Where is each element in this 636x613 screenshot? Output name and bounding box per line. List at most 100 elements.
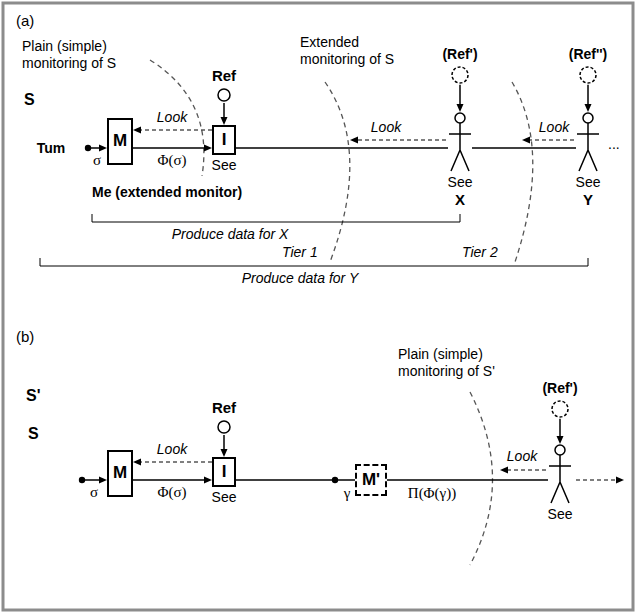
edge-label-holder: σ — [93, 151, 101, 169]
box-letter: M' — [362, 470, 380, 489]
annotation-label: ... — [608, 136, 620, 152]
stick-figure — [448, 112, 472, 172]
arrow-head — [204, 477, 212, 484]
annotation-label: Produce data for Y — [242, 270, 358, 286]
box-letter: I — [222, 462, 227, 481]
connector-line — [140, 130, 212, 131]
tier-arc — [512, 82, 533, 262]
reference-circle-shape — [580, 67, 596, 83]
edge-label: Look — [157, 109, 187, 125]
annotation-label: (a) — [16, 12, 34, 29]
annotation-label-holder: Look — [507, 448, 537, 465]
action-label-holder: See — [212, 157, 237, 174]
arrow-head — [500, 467, 508, 474]
connector-line — [459, 85, 461, 105]
observer-figure: SeeY — [576, 112, 600, 172]
arrow-head — [221, 117, 228, 125]
reference-label: (Ref') — [442, 46, 477, 62]
observer-name-holder: Y — [583, 191, 593, 209]
observer-figure: See — [548, 444, 572, 504]
annotation-label: Look — [539, 119, 569, 135]
arrow-head — [99, 145, 107, 152]
arrow-head — [522, 137, 530, 144]
reference-circle-shape — [218, 421, 230, 433]
signal-connector — [82, 477, 107, 484]
action-label-holder: See — [212, 489, 237, 506]
edge-label-holder: σ — [90, 483, 98, 501]
reference-label-holder: (Ref') — [442, 46, 477, 63]
system-label-holder: S' — [26, 386, 40, 405]
reference-label: Ref — [212, 399, 236, 416]
box-letter-holder: M — [113, 463, 127, 483]
edge-label-holder: Φ(σ) — [157, 151, 186, 169]
reference-label: (Ref'') — [569, 46, 608, 62]
system-label: S — [28, 425, 39, 442]
annotation-label-holder: Look — [371, 119, 401, 136]
edge-label: σ — [90, 484, 98, 500]
monitor-box: M' — [355, 464, 387, 496]
annotation-label: Plain (simple) monitoring of S' — [398, 346, 495, 379]
connector-line — [559, 419, 561, 437]
connector-line — [133, 147, 205, 149]
system-label-holder: S — [24, 90, 35, 109]
annotation-label: Look — [507, 448, 537, 464]
observer-name: Y — [583, 191, 593, 208]
annotation-label: Extended monitoring of S — [300, 34, 394, 67]
reference-source: Ref — [212, 399, 237, 435]
monitor-caption: Me (extended monitor) — [92, 184, 242, 200]
system-label-holder: Tum — [37, 140, 66, 157]
annotation-label-holder: Plain (simple) monitoring of S' — [398, 346, 520, 380]
annotation-label-holder: Look — [539, 119, 569, 136]
action-label-holder: See — [448, 174, 473, 191]
blob-outline — [22, 450, 82, 510]
boundary-arc — [150, 60, 204, 176]
system-label: S — [24, 91, 35, 108]
system-blob: S — [22, 450, 82, 510]
annotation-label-holder: (a) — [16, 12, 34, 30]
look-arrow — [507, 470, 546, 471]
connector-line — [223, 435, 225, 450]
figure-frame — [3, 3, 633, 610]
boundary-arc — [470, 392, 493, 565]
arrow-head — [350, 137, 358, 144]
arrow-head — [133, 127, 141, 134]
connector-line — [88, 147, 100, 149]
tier-arc — [325, 82, 350, 262]
connector-line — [140, 462, 212, 463]
arrow-head — [204, 145, 212, 152]
box-letter-holder: M' — [362, 470, 380, 490]
edge-label: γ — [344, 485, 351, 501]
connector-line — [587, 85, 589, 105]
action-label-holder: See — [576, 174, 601, 191]
figure-body — [577, 123, 599, 171]
reference-circle — [216, 419, 232, 435]
edge-label-holder: Look — [157, 441, 187, 458]
signal-connector — [557, 419, 564, 444]
action-label: See — [212, 489, 237, 505]
reference-source: (Ref') — [542, 380, 578, 419]
figure-body — [449, 123, 471, 171]
arrow-head — [221, 449, 228, 457]
reference-label-holder: (Ref') — [542, 380, 577, 397]
annotation-label: Tier 1 — [282, 244, 318, 260]
reference-circle — [450, 65, 470, 85]
reference-label-holder: Ref — [212, 67, 236, 85]
signal-connector — [221, 103, 228, 125]
signal-connector — [236, 480, 355, 481]
annotation-label-holder: Produce data for Y — [242, 270, 358, 287]
edge-label-holder: Φ(σ) — [157, 483, 186, 501]
figure-head — [583, 113, 593, 123]
blob-shape — [16, 117, 88, 180]
box-letter-holder: I — [222, 462, 227, 482]
reference-circle — [216, 87, 232, 103]
figure-body — [549, 455, 571, 503]
observer-figure: SeeX — [448, 112, 472, 172]
stick-figure — [548, 444, 572, 504]
observer-name: X — [455, 191, 465, 208]
signal-connector — [133, 145, 212, 152]
annotation-label-holder: Tier 2 — [462, 244, 498, 261]
action-label: See — [212, 157, 237, 173]
edge-label-holder: Π(Φ(γ)) — [408, 484, 456, 502]
